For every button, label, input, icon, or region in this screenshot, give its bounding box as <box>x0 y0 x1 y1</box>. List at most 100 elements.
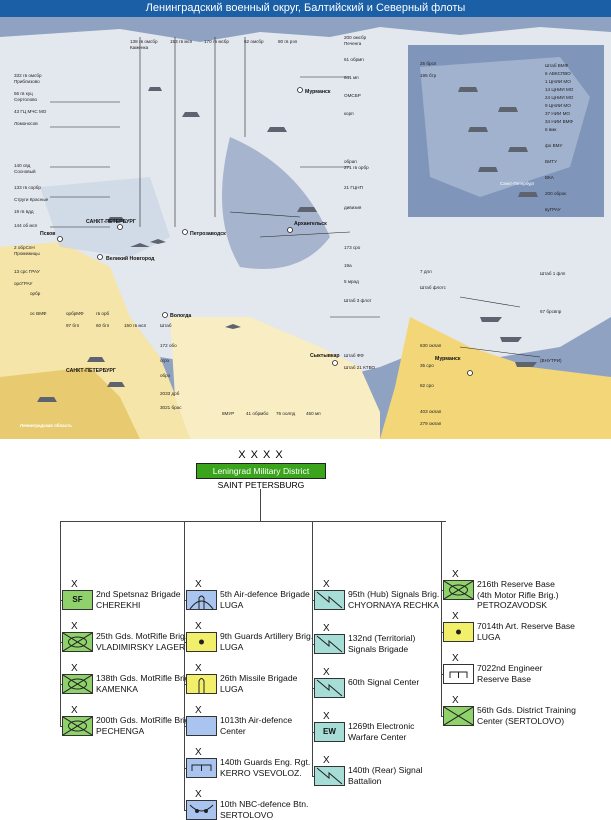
connector-line <box>184 726 186 727</box>
unit-label: 138th Gds. MotRifle Brig. KAMENKA <box>96 673 193 694</box>
svg-text:Штаб флотс: Штаб флотс <box>420 285 447 290</box>
svg-text:Промежицы: Промежицы <box>14 251 40 256</box>
connector-line <box>312 600 314 601</box>
svg-text:140 свд: 140 свд <box>14 163 31 168</box>
svg-text:ВКА: ВКА <box>545 175 555 180</box>
connector-line <box>260 489 261 521</box>
svg-text:орбрМФ: орбрМФ <box>66 311 84 316</box>
unit-label: 1013th Air-defence Center <box>220 715 293 736</box>
city-label: Псков <box>40 231 56 237</box>
hq-location: SAINT PETERSBURG <box>217 480 305 490</box>
svg-text:Сертолово: Сертолово <box>14 97 38 102</box>
unit-label: 200th Gds. MotRifle Brig. PECHENGA <box>96 715 193 736</box>
echelon-mark: X <box>195 747 202 758</box>
unit-symbol <box>186 716 217 736</box>
svg-text:82 сро: 82 сро <box>420 383 434 388</box>
unit-symbol <box>443 580 474 600</box>
unit-symbol <box>186 590 217 610</box>
city-label: Петрозаводск <box>190 231 226 237</box>
svg-text:403 оклап: 403 оклап <box>420 409 442 414</box>
svg-text:170 гв мсбр: 170 гв мсбр <box>204 39 229 44</box>
svg-text:5 мрад: 5 мрад <box>344 279 359 284</box>
echelon-mark: X <box>71 663 78 674</box>
svg-text:24 ЦНИИ МО: 24 ЦНИИ МО <box>545 95 574 100</box>
svg-text:гв орб: гв орб <box>96 311 110 316</box>
connector-line <box>184 684 186 685</box>
svg-text:Штаб: Штаб <box>160 323 172 328</box>
unit-label: 26th Missile Brigade LUGA <box>220 673 298 694</box>
svg-text:19а: 19а <box>344 263 352 268</box>
svg-text:обрап: обрап <box>344 159 357 164</box>
city-label: Архангельск <box>294 221 327 227</box>
city-label: Мурманск <box>305 89 331 95</box>
svg-text:вуГРАУ: вуГРАУ <box>545 207 561 212</box>
svg-text:ОМСБР: ОМСБР <box>344 93 361 98</box>
map-title-banner: Ленинградский военный округ, Балтийский … <box>0 0 611 17</box>
echelon-mark: X <box>452 653 459 664</box>
connector-line <box>441 716 443 717</box>
svg-text:630 оклап: 630 оклап <box>420 343 442 348</box>
svg-text:271 гв орбр: 271 гв орбр <box>344 165 369 170</box>
svg-text:195 бтр: 195 бтр <box>420 73 437 78</box>
unit-symbol: SF <box>62 590 93 610</box>
svg-text:450 мп: 450 мп <box>306 411 321 416</box>
connector-line <box>312 521 313 776</box>
city-label: Ленинградская область <box>20 423 72 428</box>
svg-text:дивизия: дивизия <box>344 205 362 210</box>
echelon-mark: X <box>195 705 202 716</box>
svg-text:Штаб 21 КТВО: Штаб 21 КТВО <box>344 365 376 370</box>
svg-text:173 сро: 173 сро <box>344 245 361 250</box>
connector-line <box>60 600 62 601</box>
unit-symbol <box>186 800 217 820</box>
unit-label: 25th Gds. MotRifle Brig. VLADIMIRSKY LAG… <box>96 631 188 652</box>
svg-text:60 бгп: 60 бгп <box>96 323 110 328</box>
svg-text:корп: корп <box>344 111 354 116</box>
svg-text:76 оолпд: 76 оолпд <box>276 411 296 416</box>
city-label: Сыктывкар <box>310 353 340 359</box>
svg-text:35 сро: 35 сро <box>420 363 434 368</box>
unit-symbol <box>443 706 474 726</box>
unit-label: 1269th Electronic Warfare Center <box>348 721 415 742</box>
connector-line <box>312 732 314 733</box>
svg-text:34 НИИ ВМФ: 34 НИИ ВМФ <box>545 119 573 124</box>
echelon-mark: X <box>323 667 330 678</box>
unit-label: 9th Guards Artillery Brig. LUGA <box>220 631 314 652</box>
svg-text:Струги Красные: Струги Красные <box>14 197 49 202</box>
unit-symbol <box>186 632 217 652</box>
svg-text:орбр: орбр <box>30 291 41 296</box>
connector-line <box>441 521 442 716</box>
connector-line <box>60 521 61 726</box>
svg-text:Каменка: Каменка <box>130 45 149 50</box>
unit-label: 56th Gds. District Training Center (SERT… <box>477 705 576 726</box>
unit-symbol <box>443 664 474 684</box>
svg-text:14 ЦНИИ МО: 14 ЦНИИ МО <box>545 87 574 92</box>
unit-label: 7014th Art. Reserve Base LUGA <box>477 621 575 642</box>
echelon-mark: X <box>71 621 78 632</box>
echelon-mark: X <box>195 579 202 590</box>
connector-line <box>60 642 62 643</box>
hq-name: Leningrad Military District <box>212 466 310 476</box>
svg-text:орсГРАУ: орсГРАУ <box>14 281 33 286</box>
connector-line <box>184 521 185 810</box>
svg-text:Штаб ВМФ: Штаб ВМФ <box>545 63 569 68</box>
unit-symbol <box>443 622 474 642</box>
svg-text:ВИТУ: ВИТУ <box>545 159 557 164</box>
svg-text:Штаб 3 флот: Штаб 3 флот <box>344 298 372 303</box>
unit-symbol <box>186 758 217 778</box>
unit-label: 60th Signal Center <box>348 677 420 687</box>
connector-line <box>312 688 314 689</box>
connector-line <box>441 674 443 675</box>
svg-text:138 гв омсбр: 138 гв омсбр <box>130 39 158 44</box>
svg-text:2 обрСпН: 2 обрСпН <box>14 245 35 250</box>
svg-text:150 гв мсп: 150 гв мсп <box>124 323 147 328</box>
echelon-mark: X <box>71 579 78 590</box>
unit-symbol: EW <box>314 722 345 742</box>
unit-symbol <box>62 716 93 736</box>
svg-text:Приблизово: Приблизово <box>14 79 40 84</box>
echelon-mark: X <box>323 579 330 590</box>
echelon-mark: X <box>452 569 459 580</box>
svg-text:(ВНУТРИ): (ВНУТРИ) <box>540 358 562 363</box>
svg-text:279 оклап: 279 оклап <box>420 421 442 426</box>
unit-label: 140th (Rear) Signal Battalion <box>348 765 423 786</box>
